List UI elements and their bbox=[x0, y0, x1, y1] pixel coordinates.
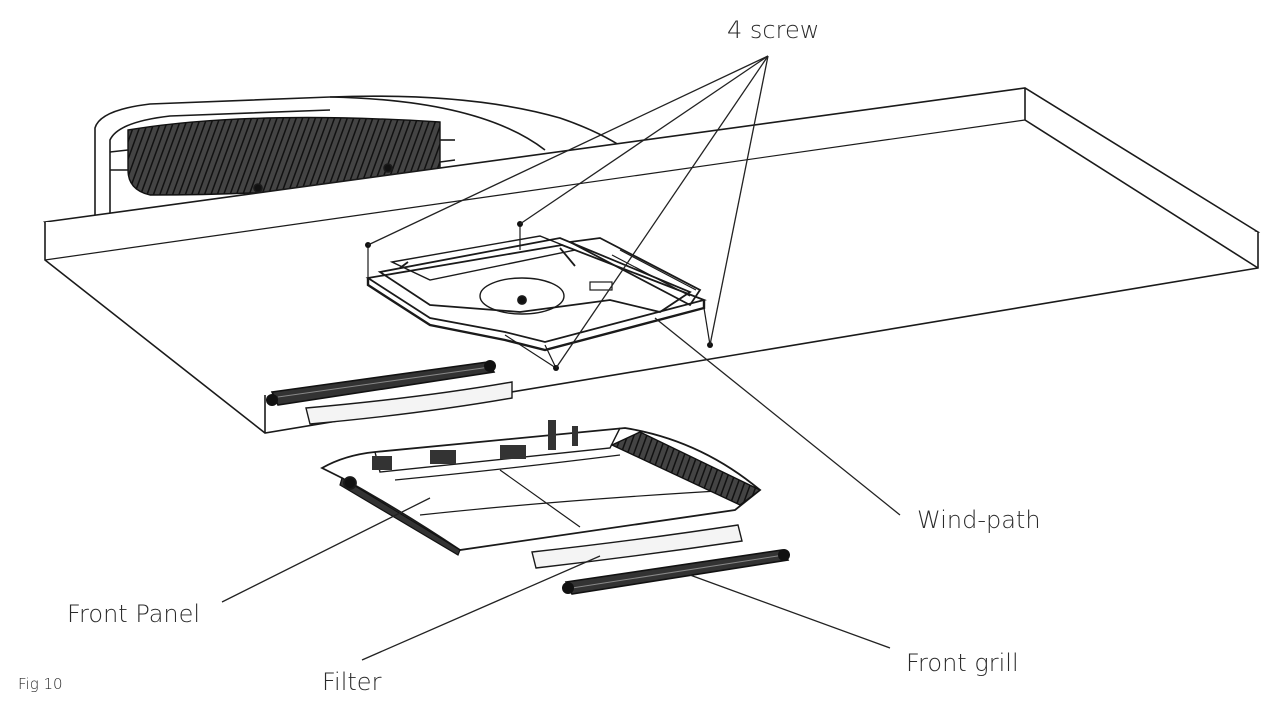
filter-left bbox=[305, 381, 513, 425]
front-panel-louvers bbox=[610, 431, 762, 506]
label-screws: 4 screw bbox=[727, 16, 820, 44]
wind-path-fan-opening bbox=[479, 277, 565, 315]
leader-screw-1 bbox=[367, 55, 769, 246]
leader-screw-2 bbox=[519, 55, 769, 225]
front-grill-left bbox=[266, 360, 496, 406]
leader-lines bbox=[221, 55, 901, 661]
leader-front-grill bbox=[689, 574, 891, 649]
filter-right bbox=[531, 524, 743, 569]
assembly-guide-lines bbox=[367, 224, 711, 369]
leader-screw-3 bbox=[709, 55, 769, 346]
leader-wind-path bbox=[654, 317, 901, 516]
leader-front-panel bbox=[221, 497, 431, 603]
wind-path-assembly bbox=[365, 235, 707, 352]
front-panel bbox=[320, 420, 762, 556]
leader-screw-4 bbox=[555, 55, 769, 369]
label-front-grill: Front grill bbox=[906, 649, 1019, 677]
leader-filter bbox=[361, 555, 601, 661]
ceiling-slab bbox=[43, 87, 1261, 434]
label-filter: Filter bbox=[322, 668, 382, 696]
label-front-panel: Front Panel bbox=[67, 600, 201, 628]
label-wind-path: Wind-path bbox=[917, 506, 1041, 534]
front-grill-right bbox=[562, 549, 790, 595]
figure-caption: Fig 10 bbox=[18, 675, 63, 693]
